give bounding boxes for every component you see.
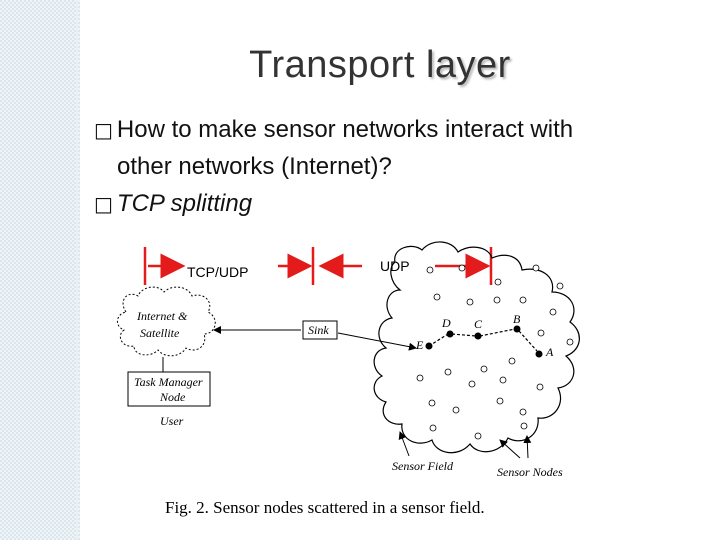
node-a: [535, 350, 543, 358]
tcp-udp-label: TCP/UDP: [187, 264, 249, 280]
user-label: User: [160, 414, 184, 428]
sensor-field-label: Sensor Field: [392, 459, 454, 473]
bullet-1: □How to make sensor networks interact wi…: [94, 114, 573, 145]
internet-label-1: Internet &: [136, 309, 188, 323]
node-a-label: A: [545, 345, 554, 359]
node-d-label: D: [441, 316, 451, 330]
bullet-1-line1: How to make sensor networks interact wit…: [116, 116, 574, 143]
node-e: [425, 342, 433, 350]
node-d: [446, 330, 454, 338]
node-c: [474, 332, 482, 340]
task-manager-label-1: Task Manager: [134, 375, 203, 389]
scattered-sensor-nodes: [416, 264, 574, 440]
internet-label-2: Satellite: [140, 326, 180, 340]
sink-box: [302, 320, 338, 340]
node-b-label: B: [513, 312, 521, 326]
bullet-2: □TCP splitting: [94, 188, 252, 219]
figure-caption: Fig. 2. Sensor nodes scattered in a sens…: [165, 498, 485, 517]
sink-to-node-e-arrow: [337, 332, 417, 351]
sink-label: Sink: [308, 323, 329, 337]
sensor-nodes-pointer-1: [499, 439, 521, 459]
sensor-nodes-label: Sensor Nodes: [497, 465, 563, 479]
internet-cloud: [117, 286, 216, 357]
bullet-glyph: □: [94, 118, 113, 142]
sensor-nodes-pointer-2: [523, 435, 532, 459]
title-accent: layer: [425, 44, 511, 86]
node-b: [513, 325, 521, 333]
bullet-2-text: TCP splitting: [116, 190, 253, 217]
title-main: Transport: [249, 44, 426, 86]
sensor-field-pointer: [398, 431, 410, 457]
bullet-glyph: □: [94, 192, 113, 216]
task-manager-label-2: Node: [159, 390, 186, 404]
side-strip-line: [76, 0, 78, 540]
bullet-1-continuation: other networks (Internet)?: [117, 153, 392, 180]
node-c-label: C: [474, 317, 483, 331]
route-nodes: [425, 325, 543, 358]
routing-path: [428, 328, 538, 352]
node-e-label: E: [415, 338, 424, 352]
task-manager-box: [127, 371, 211, 407]
slide-title: Transport layer: [0, 44, 720, 87]
decorative-side-strip: [0, 0, 80, 540]
udp-label: UDP: [380, 258, 410, 274]
